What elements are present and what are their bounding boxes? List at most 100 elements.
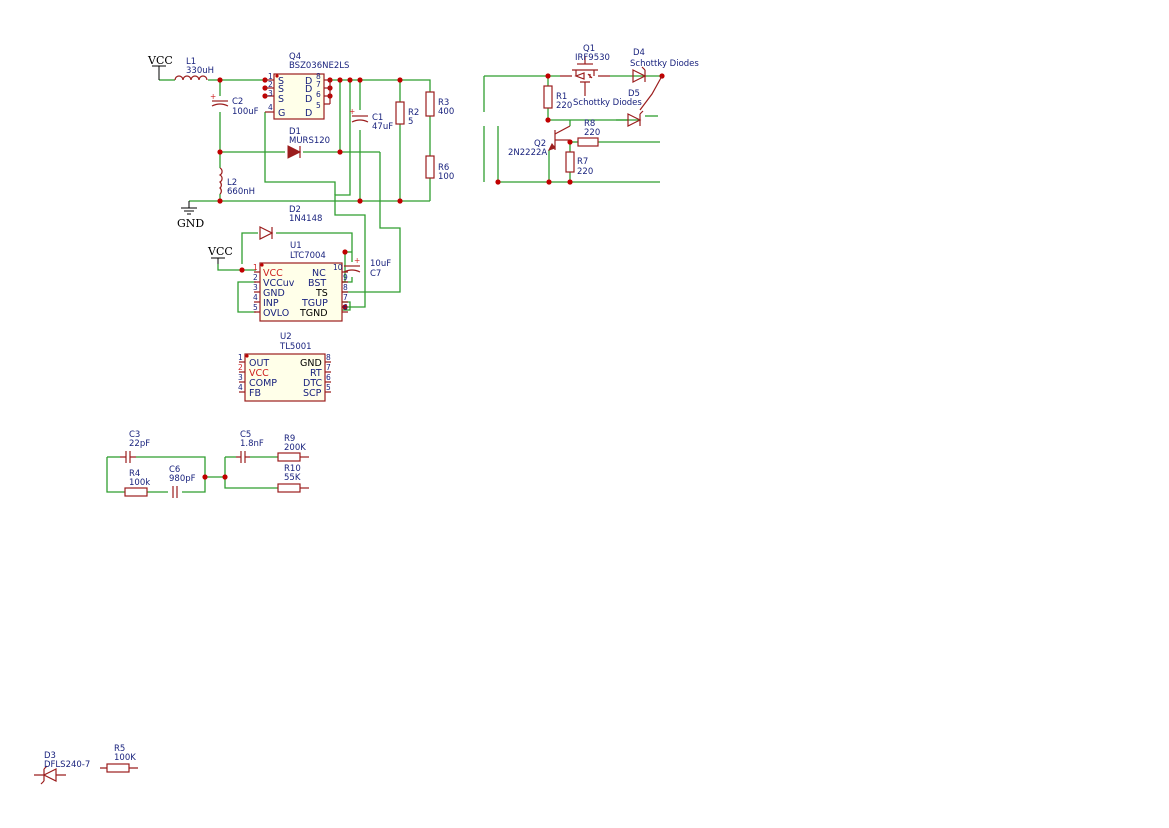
svg-text:7: 7 xyxy=(326,363,331,372)
c3-ref: C3 xyxy=(129,430,140,440)
c6-value: 980pF xyxy=(169,474,196,484)
c6-ref: C6 xyxy=(169,465,180,475)
c5-ref: C5 xyxy=(240,430,251,440)
resistor-r3: R3 400 xyxy=(425,91,454,117)
svg-text:TS: TS xyxy=(315,288,328,299)
r7-value: 220 xyxy=(577,167,593,177)
svg-text:S: S xyxy=(278,84,284,95)
wires xyxy=(106,75,662,493)
q4-ref: Q4 xyxy=(289,52,301,62)
u2-value: TL5001 xyxy=(279,342,312,352)
r4-value: 100k xyxy=(129,478,150,488)
r8-value: 220 xyxy=(584,128,600,138)
svg-text:4: 4 xyxy=(238,383,243,392)
r4-ref: R4 xyxy=(129,469,140,479)
l1-value: 330uH xyxy=(186,66,214,76)
l1-ref: L1 xyxy=(186,57,196,67)
svg-text:8: 8 xyxy=(343,283,348,292)
diode-d2: D2 1N4148 xyxy=(259,205,322,240)
vcc-label: VCC xyxy=(147,54,173,67)
vcc-symbol-1: VCC xyxy=(147,54,173,80)
q4-pin-8: 8D xyxy=(305,72,321,87)
svg-text:6: 6 xyxy=(343,303,348,312)
l2-value: 660nH xyxy=(227,187,255,197)
svg-text:6: 6 xyxy=(316,90,321,99)
svg-text:S: S xyxy=(278,94,284,105)
mosfet-q1: Q1 IRF9530 xyxy=(560,44,610,96)
gnd-symbol: GND xyxy=(177,201,204,230)
capacitor-c2: + C2 100uF xyxy=(210,92,259,117)
r7-ref: R7 xyxy=(577,157,588,167)
r10-ref: R10 xyxy=(284,464,301,474)
d5-ref: D5 xyxy=(628,89,640,99)
q2-ref: Q2 xyxy=(534,139,546,149)
capacitor-c6: C6 980pF xyxy=(169,465,196,498)
q1-value: IRF9530 xyxy=(575,53,610,63)
resistor-r8: R8 220 xyxy=(577,119,600,147)
d1-value: MURS120 xyxy=(289,136,330,146)
svg-text:COMP: COMP xyxy=(249,378,277,389)
svg-text:1: 1 xyxy=(253,263,258,272)
svg-text:6: 6 xyxy=(326,373,331,382)
capacitor-c1: + C1 47uF xyxy=(349,107,393,132)
svg-text:7: 7 xyxy=(343,293,348,302)
svg-text:5: 5 xyxy=(316,101,321,110)
resistor-r6: R6 100 xyxy=(425,155,454,182)
svg-text:SCP: SCP xyxy=(303,388,322,399)
vcc-label: VCC xyxy=(207,245,233,258)
svg-text:2: 2 xyxy=(268,80,273,89)
svg-text:3: 3 xyxy=(268,89,273,98)
d4-ref: D4 xyxy=(633,48,645,58)
c7-value: 10uF xyxy=(370,259,391,269)
svg-text:VCC: VCC xyxy=(263,268,283,279)
svg-text:D: D xyxy=(305,94,312,105)
resistor-r1: R1 220 xyxy=(543,85,572,111)
svg-text:5: 5 xyxy=(253,303,258,312)
svg-text:8: 8 xyxy=(316,72,321,81)
r2-ref: R2 xyxy=(408,108,419,118)
diode-d1: D1 MURS120 xyxy=(287,127,330,159)
resistor-r4: R4 100k xyxy=(124,469,150,497)
svg-text:VCC: VCC xyxy=(249,368,269,379)
capacitor-c3: C3 22pF xyxy=(120,430,150,463)
svg-text:INP: INP xyxy=(263,298,279,309)
svg-text:1: 1 xyxy=(268,72,273,81)
svg-text:OVLO: OVLO xyxy=(263,308,289,319)
svg-text:+: + xyxy=(210,92,216,101)
q4-pin-6: 6D xyxy=(305,90,321,105)
svg-text:GND: GND xyxy=(300,358,322,369)
svg-text:9: 9 xyxy=(343,273,348,282)
l2-ref: L2 xyxy=(227,178,237,188)
svg-text:7: 7 xyxy=(316,80,321,89)
r5-ref: R5 xyxy=(114,744,125,754)
q4-pin-3: 3S xyxy=(268,89,284,105)
resistor-r2: R2 5 xyxy=(395,101,419,127)
u1-ref: U1 xyxy=(290,241,302,251)
inductor-l2: L2 660nH xyxy=(218,167,255,197)
svg-text:3: 3 xyxy=(238,373,243,382)
q2-value: 2N2222A xyxy=(508,148,547,158)
d2-value: 1N4148 xyxy=(289,214,322,224)
svg-text:+: + xyxy=(349,107,355,116)
svg-text:10: 10 xyxy=(333,263,343,272)
svg-text:OUT: OUT xyxy=(249,358,269,369)
r9-value: 200K xyxy=(284,443,306,453)
svg-text:NC: NC xyxy=(312,268,326,279)
svg-text:D: D xyxy=(305,76,312,87)
u1-value: LTC7004 xyxy=(290,251,326,261)
r5-value: 100K xyxy=(114,753,136,763)
svg-text:DTC: DTC xyxy=(303,378,323,389)
svg-text:VCCuv: VCCuv xyxy=(263,278,295,289)
